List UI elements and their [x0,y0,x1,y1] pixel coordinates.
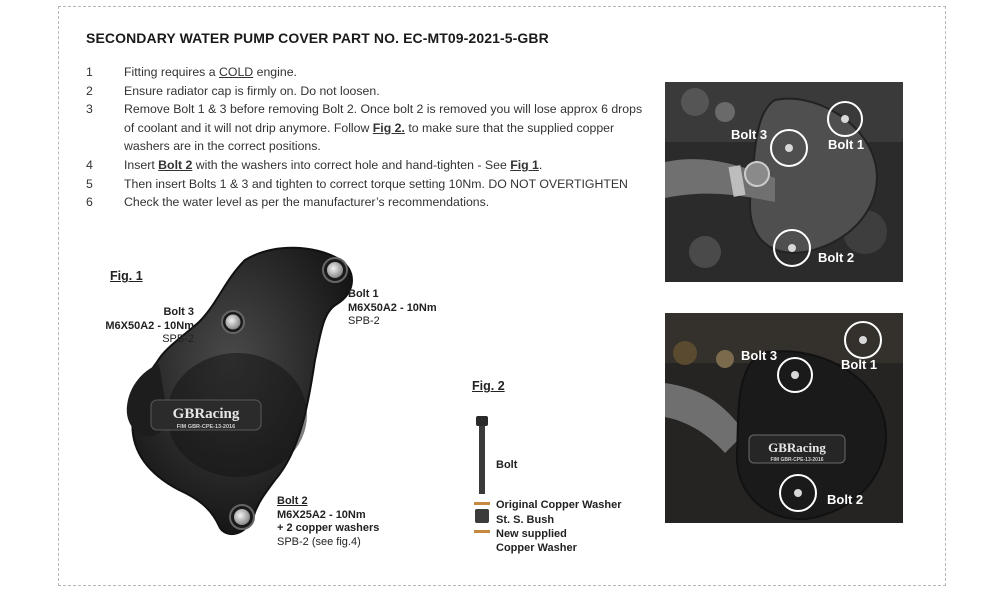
bolt2-head-icon [234,509,250,525]
fig1-reference: Fig 1 [510,157,539,172]
bolt-stack-illustration [474,416,490,533]
bush-icon [475,509,489,523]
bolt1-callout: Bolt 1 M6X50A2 - 10Nm SPB-2 [348,288,437,327]
bolt3-callout: Bolt 3 M6X50A2 - 10Nm SPB-2 [105,306,194,345]
pump-cover-illustration: GBRacing FIM GBR-CPE-13-2016 [126,246,353,535]
brand-logo: GBRacing [173,406,240,422]
photo-top-bolt3-label: Bolt 3 [731,127,767,142]
fig2-original-washer-label: Original Copper Washer [496,499,622,511]
bolt2-callout: Bolt 2 M6X25A2 - 10Nm + 2 copper washers… [277,495,380,548]
svg-text:FIM GBR-CPE-13-2016: FIM GBR-CPE-13-2016 [177,424,235,430]
step-4: 4 Insert Bolt 2 with the washers into co… [86,156,646,175]
step-5: 5 Then insert Bolts 1 & 3 and tighten to… [86,175,646,194]
step-number: 2 [86,83,93,98]
step-number: 3 [86,102,93,117]
instruction-list: 1 Fitting requires a COLD engine. 2 Ensu… [86,63,646,212]
engine-photo-top: Bolt 3 Bolt 1 Bolt 2 [665,82,903,282]
photo-top-bolt2-label: Bolt 2 [818,250,854,265]
step-6: 6 Check the water level as per the manuf… [86,193,646,212]
photo-brand-logo: GBRacing [768,440,826,455]
step-number: 1 [86,65,93,79]
fig1-label: Fig. 1 [110,269,143,283]
step-1: 1 Fitting requires a COLD engine. [86,63,646,82]
document-frame [58,6,946,586]
step-2: 2 Ensure radiator cap is firmly on. Do n… [86,82,646,101]
original-washer-icon [474,502,490,505]
fig2-bolt-label: Bolt [496,459,518,471]
fig2-bush-label: St. S. Bush [496,514,555,526]
step-number: 5 [86,176,93,191]
fig2-label: Fig. 2 [472,379,505,393]
step-3: 3 Remove Bolt 1 & 3 before removing Bolt… [86,102,643,154]
svg-text:FIM GBR-CPE-13-2016: FIM GBR-CPE-13-2016 [770,457,823,463]
photo-bottom-bolt3-label: Bolt 3 [741,348,777,363]
engine-photo-bottom: GBRacing FIM GBR-CPE-13-2016 Bolt 3 Bolt… [665,313,903,523]
step-number: 4 [86,157,93,172]
fig2-reference: Fig 2. [372,120,405,135]
fig2-new-washer-label: New supplied Copper Washer [496,528,577,554]
photo-bottom-bolt2-label: Bolt 2 [827,492,863,507]
page-title: SECONDARY WATER PUMP COVER PART NO. EC-M… [86,30,549,46]
bolt1-head-icon [327,262,343,278]
bolt3-head-icon [225,314,241,330]
step-number: 6 [86,195,93,210]
new-washer-icon [474,530,490,533]
photo-bottom-bolt1-label: Bolt 1 [841,357,877,372]
photo-top-bolt1-label: Bolt 1 [828,137,864,152]
